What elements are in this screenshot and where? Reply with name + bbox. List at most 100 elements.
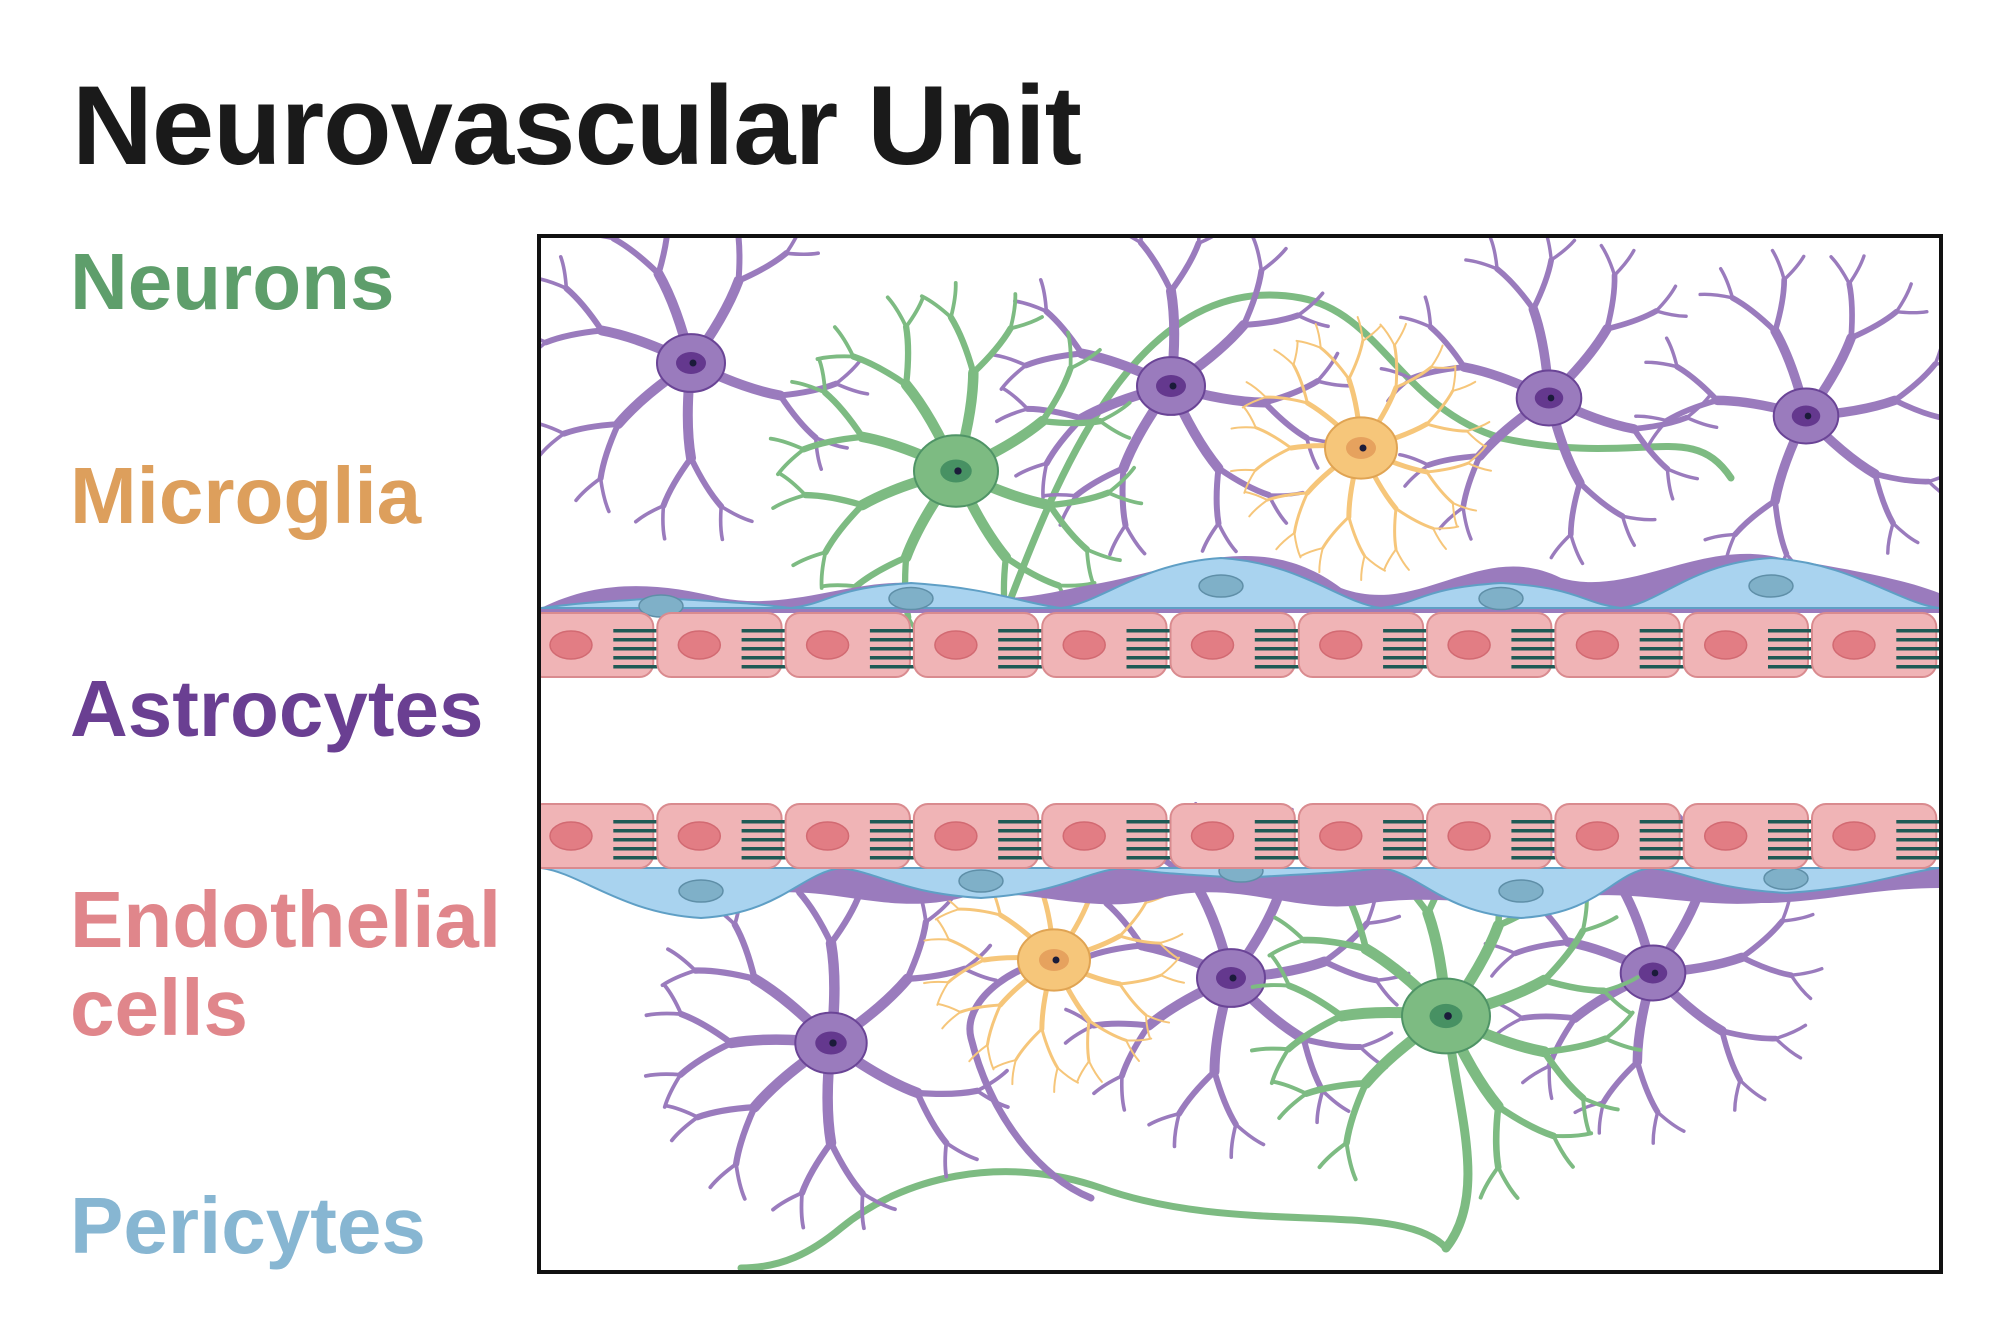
tight-junction bbox=[613, 847, 658, 851]
tight-junction bbox=[1254, 665, 1299, 669]
tight-junction bbox=[1254, 856, 1299, 860]
tight-junction bbox=[1383, 820, 1428, 824]
tight-junction bbox=[1511, 629, 1556, 633]
tight-junction bbox=[741, 847, 786, 851]
tight-junction bbox=[1639, 638, 1684, 642]
tight-junction bbox=[1896, 856, 1939, 860]
tight-junction bbox=[741, 647, 786, 651]
tight-junction bbox=[998, 847, 1043, 851]
tight-junction bbox=[998, 838, 1043, 842]
tight-junction bbox=[1383, 638, 1428, 642]
tight-junction bbox=[1126, 665, 1171, 669]
tight-junction bbox=[1126, 629, 1171, 633]
tight-junction bbox=[1639, 856, 1684, 860]
tight-junction bbox=[1768, 647, 1812, 651]
endothelial-nucleus bbox=[1319, 630, 1363, 660]
tight-junction bbox=[998, 820, 1043, 824]
tight-junction bbox=[1768, 665, 1812, 669]
endothelial-nucleus bbox=[1062, 630, 1106, 660]
pericyte-nucleus bbox=[1198, 574, 1244, 598]
tight-junction bbox=[1511, 856, 1556, 860]
tight-junction bbox=[1511, 656, 1556, 660]
tight-junction bbox=[1126, 847, 1171, 851]
tight-junction bbox=[869, 656, 914, 660]
legend-microglia: Microglia bbox=[70, 451, 422, 540]
tight-junction bbox=[1254, 638, 1299, 642]
endothelial-nucleus bbox=[1319, 821, 1363, 851]
tight-junction bbox=[1511, 638, 1556, 642]
tight-junction bbox=[1639, 838, 1684, 842]
tight-junction bbox=[1896, 847, 1939, 851]
pericyte-nucleus bbox=[958, 869, 1004, 893]
tight-junction bbox=[1639, 665, 1684, 669]
tight-junction bbox=[613, 856, 658, 860]
tight-junction bbox=[1126, 638, 1171, 642]
tight-junction bbox=[998, 665, 1043, 669]
tight-junction bbox=[869, 847, 914, 851]
tight-junction bbox=[869, 647, 914, 651]
tight-junction bbox=[741, 829, 786, 833]
tight-junction bbox=[1383, 829, 1428, 833]
endothelial-nucleus bbox=[1447, 630, 1491, 660]
tight-junction bbox=[1768, 638, 1812, 642]
page-title: Neurovascular Unit bbox=[72, 63, 1082, 188]
tight-junction bbox=[613, 656, 658, 660]
tight-junction bbox=[1896, 656, 1939, 660]
tight-junction bbox=[1768, 629, 1812, 633]
diagram-canvas bbox=[541, 238, 1939, 1270]
tight-junction bbox=[1511, 820, 1556, 824]
neuron bbox=[1250, 818, 1643, 1200]
tight-junction bbox=[1768, 820, 1812, 824]
endothelial-nucleus bbox=[805, 630, 850, 660]
tight-junction bbox=[1383, 656, 1428, 660]
tight-junction bbox=[741, 638, 786, 642]
endothelial-nucleus bbox=[1190, 630, 1235, 660]
endothelial-nucleus bbox=[1190, 821, 1235, 851]
legend-endothelial-cells: Endothelial cells bbox=[70, 875, 502, 1052]
tight-junction bbox=[1896, 829, 1939, 833]
tight-junction bbox=[1768, 838, 1812, 842]
tight-junction bbox=[613, 820, 658, 824]
tight-junction bbox=[998, 656, 1043, 660]
pericyte-nucleus bbox=[888, 586, 934, 611]
tight-junction bbox=[1639, 820, 1684, 824]
tight-junction bbox=[998, 829, 1043, 833]
tight-junction bbox=[741, 656, 786, 660]
tight-junction bbox=[869, 820, 914, 824]
tight-junction bbox=[1639, 656, 1684, 660]
tight-junction bbox=[741, 665, 786, 669]
tight-junction bbox=[613, 647, 658, 651]
tight-junction bbox=[1511, 665, 1556, 669]
tight-junction bbox=[1254, 820, 1299, 824]
tight-junction bbox=[1511, 647, 1556, 651]
tight-junction bbox=[1383, 629, 1428, 633]
tight-junction bbox=[1383, 838, 1428, 842]
astrocyte bbox=[1379, 238, 1719, 566]
endothelial-nucleus bbox=[1575, 821, 1620, 851]
tight-junction bbox=[1254, 656, 1299, 660]
tight-junction bbox=[1254, 647, 1299, 651]
tight-junction bbox=[1126, 820, 1171, 824]
tight-junction bbox=[1511, 829, 1556, 833]
tight-junction bbox=[613, 665, 658, 669]
tight-junction bbox=[1896, 647, 1939, 651]
tight-junction bbox=[741, 820, 786, 824]
tight-junction bbox=[1126, 656, 1171, 660]
tight-junction bbox=[613, 838, 658, 842]
tight-junction bbox=[1254, 847, 1299, 851]
tight-junction bbox=[1639, 847, 1684, 851]
tight-junction bbox=[1383, 647, 1428, 651]
astrocyte bbox=[1634, 248, 1939, 586]
pericyte-nucleus bbox=[1478, 586, 1524, 611]
neuron-axon bbox=[1441, 1043, 1473, 1253]
tight-junction bbox=[613, 829, 658, 833]
tight-junction bbox=[1254, 829, 1299, 833]
legend-pericytes: Pericytes bbox=[70, 1181, 426, 1270]
pericyte-nucleus bbox=[1748, 574, 1794, 598]
astrocyte bbox=[643, 855, 1010, 1231]
tight-junction bbox=[1639, 647, 1684, 651]
endothelial-nucleus bbox=[934, 821, 978, 851]
endothelial-nucleus bbox=[1575, 630, 1620, 660]
tight-junction bbox=[998, 638, 1043, 642]
endothelial-nucleus bbox=[549, 821, 593, 851]
